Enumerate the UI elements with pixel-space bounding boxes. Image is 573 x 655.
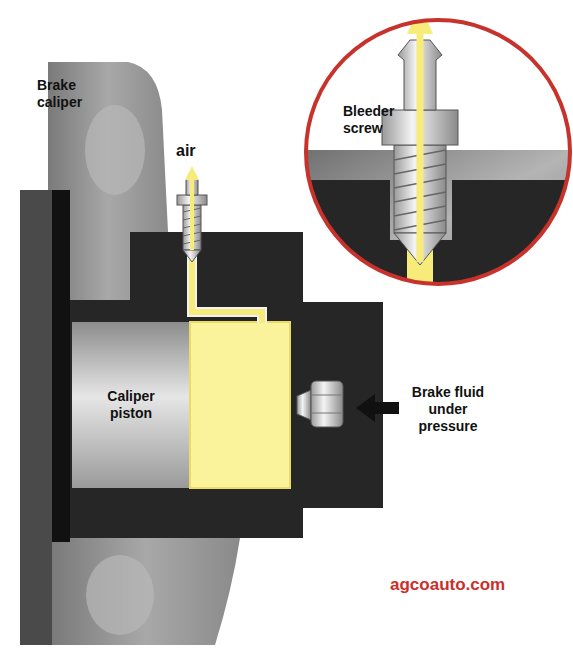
bleeder-tip xyxy=(183,250,201,262)
fluid-chamber xyxy=(190,322,290,488)
nut-edge xyxy=(311,413,343,414)
inset-circle xyxy=(305,19,571,285)
flow-label: air xyxy=(176,141,216,160)
pressure-arrow xyxy=(356,394,399,422)
inlet-nut xyxy=(311,381,343,427)
piston-part: Caliper piston xyxy=(72,322,190,488)
part-name: Caliper piston xyxy=(96,388,166,422)
casting-highlight xyxy=(85,105,145,195)
part-name: Bleeder screw xyxy=(343,103,415,137)
casting-highlight xyxy=(86,555,154,635)
inset-view xyxy=(300,5,573,300)
inlet-nipple xyxy=(297,390,311,420)
fluid-label: Brake fluid under pressure xyxy=(402,384,494,435)
inset-circle xyxy=(306,20,570,284)
piston xyxy=(72,322,190,488)
caliper-section xyxy=(70,232,383,538)
caliper-casting xyxy=(52,538,240,645)
part-name: Brake caliper xyxy=(37,77,99,111)
inset-section xyxy=(452,180,573,290)
nut-edge xyxy=(311,395,343,396)
watermark: agcoauto.com xyxy=(390,575,540,595)
inset-callout: Bleeder screw xyxy=(305,19,571,285)
rotor-strip xyxy=(20,190,52,645)
brake-pad xyxy=(52,190,70,542)
inset-air-flow xyxy=(417,30,424,262)
fluid-passage xyxy=(192,250,262,323)
air-flow xyxy=(190,178,194,250)
caliper-part: Brake caliperCaliper piston xyxy=(0,0,300,655)
fluid-passage xyxy=(192,250,262,323)
air-arrowhead xyxy=(185,166,199,180)
